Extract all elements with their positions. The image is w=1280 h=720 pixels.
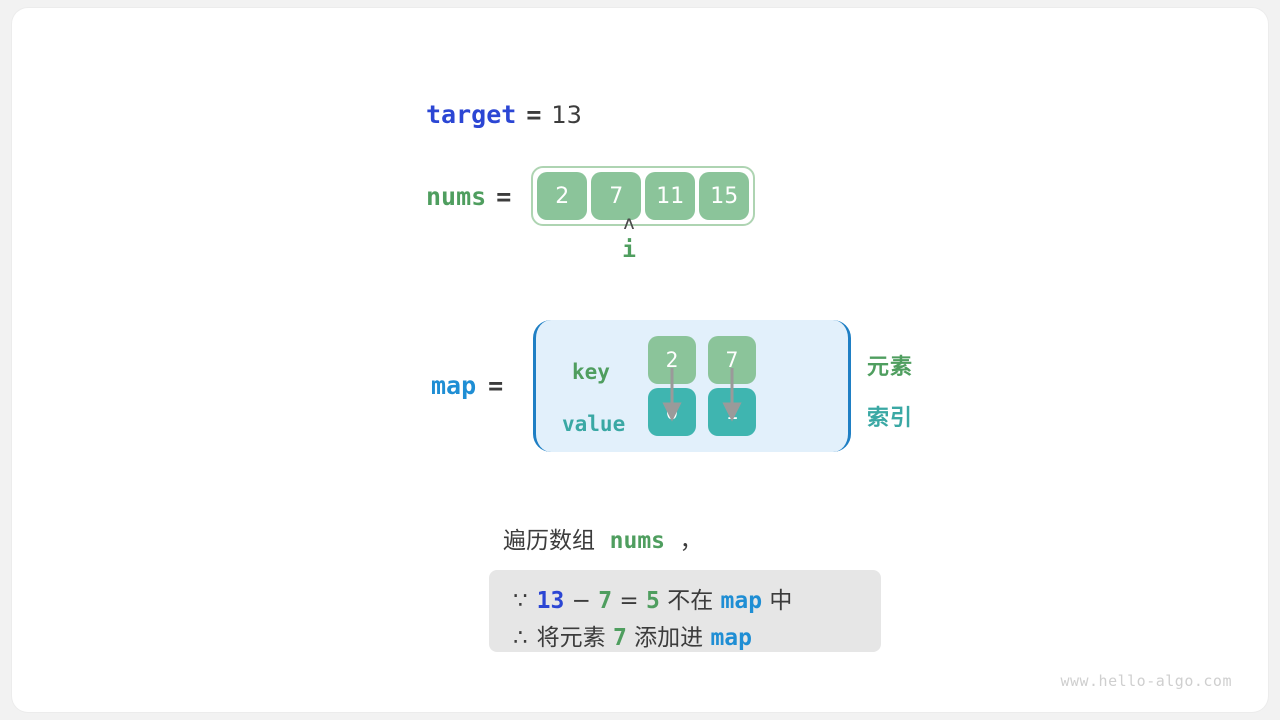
map-value-row-label: value	[562, 412, 626, 436]
target-equals-sign: =	[526, 100, 542, 129]
map-key-row-label: key	[572, 360, 610, 384]
map-key-cell: 2	[648, 336, 696, 384]
note-line-because: ∵ 13 − 7 = 5 不在 map 中	[513, 581, 792, 615]
note-added-value: 7	[612, 625, 627, 651]
pointer-caret-icon: ʌ	[623, 212, 635, 234]
map-container: key value 2 7 0 1	[533, 320, 851, 452]
array-cell: 11	[645, 172, 696, 220]
watermark: www.hello-algo.com	[1060, 672, 1232, 690]
note-line-therefore: ∴ 将元素 7 添加进 map	[513, 618, 752, 652]
target-value: 13	[551, 101, 582, 129]
target-row: target = 13	[426, 100, 582, 129]
note-target-value: 13	[536, 588, 565, 614]
note-complement-value: 5	[646, 588, 660, 614]
note-not-in-text: 不在	[667, 588, 714, 614]
note-map-ref: map	[710, 625, 752, 651]
legend-index-label: 索引	[867, 406, 914, 431]
nums-equals-sign: =	[496, 181, 512, 211]
map-grid: key value 2 7 0 1	[536, 320, 848, 452]
map-value-cell: 0	[648, 388, 696, 436]
because-symbol: ∵	[513, 588, 528, 614]
nums-variable-name: nums	[426, 181, 487, 211]
caption-text: 遍历数组 nums ，	[503, 521, 703, 555]
nums-row: nums = 2 7 11 15	[426, 166, 756, 226]
caption-suffix: ，	[679, 528, 703, 554]
diagram-card: target = 13 nums = 2 7 11 15 ʌ i map = k…	[12, 8, 1268, 712]
note-add-element-text: 将元素	[536, 625, 606, 651]
array-cell: 15	[699, 172, 750, 220]
map-variable-name: map	[431, 371, 477, 400]
map-value-cell: 1	[708, 388, 756, 436]
target-variable-name: target	[426, 100, 517, 129]
pointer-index-label: i	[622, 237, 636, 263]
array-cell: 7	[591, 172, 642, 220]
note-equals-sign: =	[619, 588, 639, 614]
note-box: ∵ 13 − 7 = 5 不在 map 中 ∴ 将元素	[489, 570, 881, 652]
note-add-into-text: 添加进	[634, 625, 704, 651]
map-equals-sign: =	[488, 371, 504, 400]
array-cell: 2	[537, 172, 588, 220]
legend-element-label: 元素	[867, 355, 914, 380]
note-map-ref: map	[720, 588, 763, 614]
note-in-text: 中	[769, 588, 793, 614]
caption-prefix: 遍历数组	[503, 528, 595, 554]
therefore-symbol: ∴	[513, 625, 528, 651]
nums-array-container: 2 7 11 15	[531, 166, 756, 226]
caption-code-nums: nums	[609, 528, 666, 554]
note-current-value: 7	[598, 588, 613, 614]
map-key-cell: 7	[708, 336, 756, 384]
note-minus-sign: −	[571, 588, 591, 614]
map-label-row: map =	[431, 371, 503, 400]
